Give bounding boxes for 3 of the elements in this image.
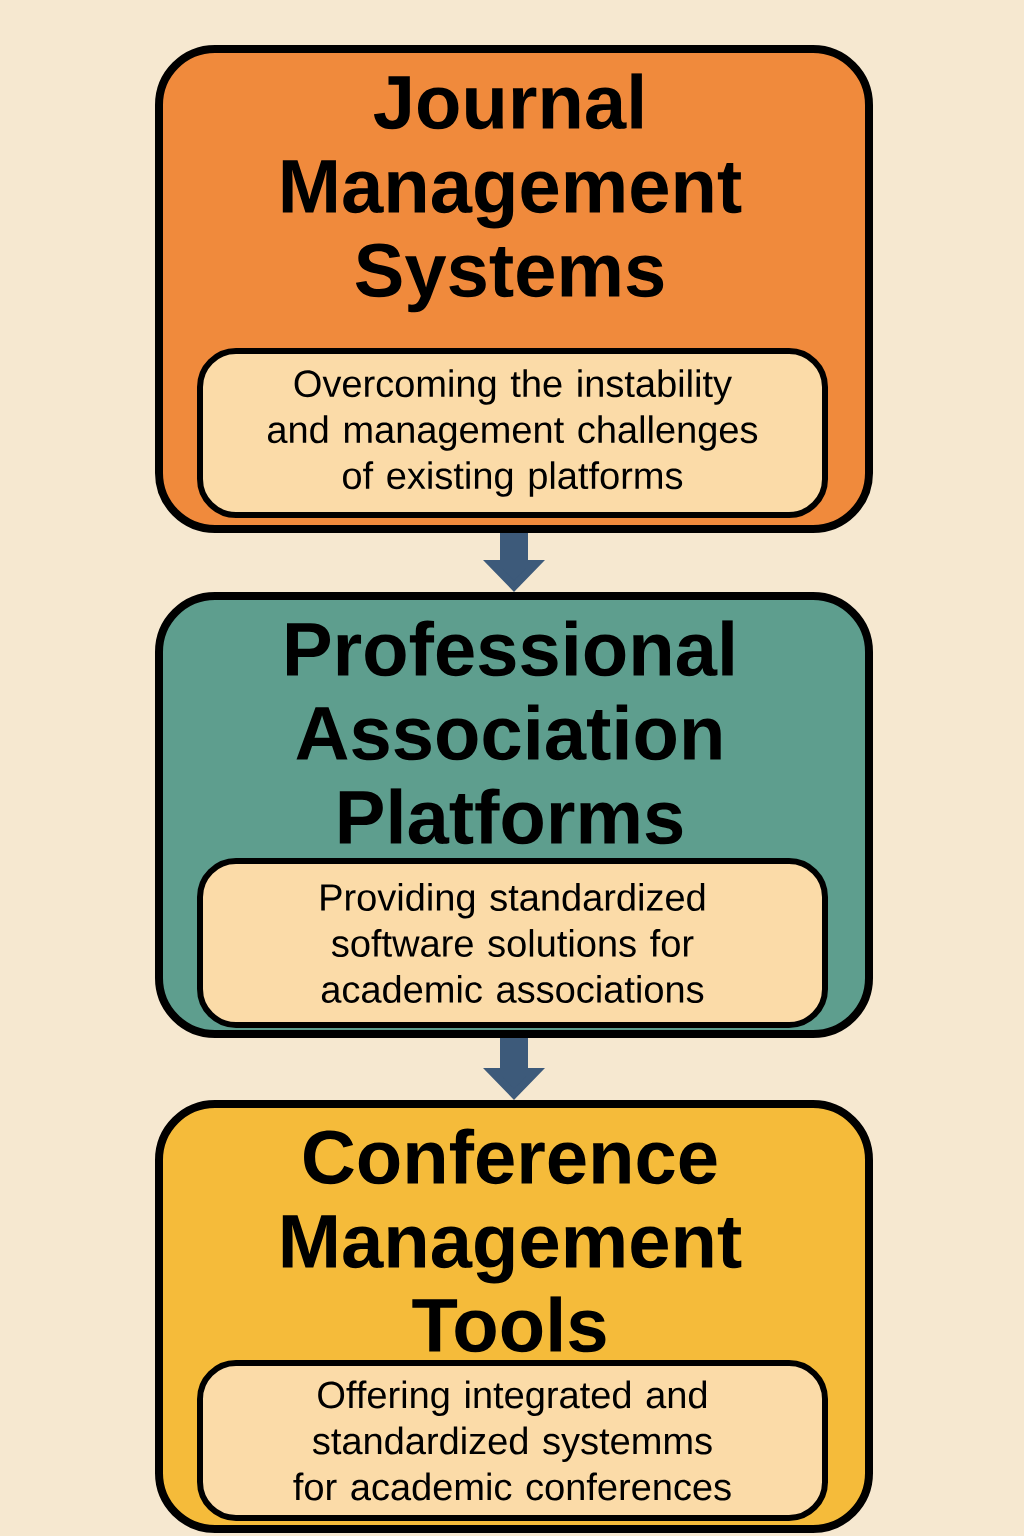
description-box: Providing standardized software solutions for academic associations — [197, 858, 828, 1028]
description-box: Offering integrated and standardized systemms for academic conferences — [197, 1360, 828, 1521]
description-box: Overcoming the instability and management challenges of existing platforms — [197, 348, 828, 518]
